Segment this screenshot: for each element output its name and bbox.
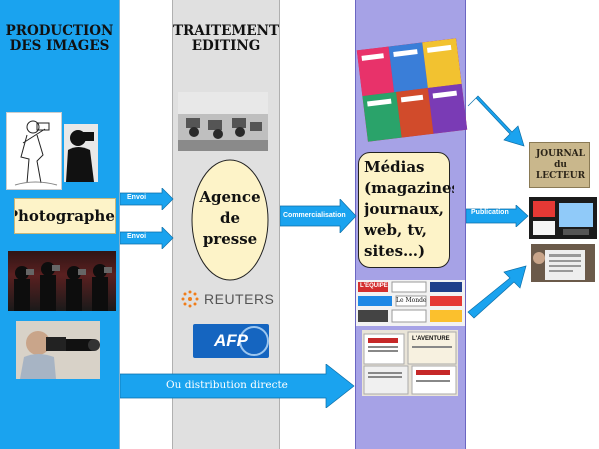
sketch-photographer-image <box>6 112 62 190</box>
photographer-lens-image <box>16 321 100 379</box>
reader-newspaper-image <box>531 244 595 282</box>
photographes-box: Photographes <box>14 198 116 234</box>
newspaper-mastheads-image: L'EQUIPE Le Monde <box>356 280 465 326</box>
reuters-sun-icon <box>181 290 199 308</box>
distribution-label: Ou distribution directe <box>166 379 288 391</box>
commercialisation-label: Commercialisation <box>283 212 346 219</box>
newspapers-pile-image: L'AVENTURE <box>362 330 458 396</box>
tv-screens-image <box>529 197 597 239</box>
publication-arrow-bottom <box>467 265 527 319</box>
press-photographers-image <box>8 251 116 311</box>
agence-label: Agence de presse <box>199 188 261 248</box>
medias-box <box>358 152 450 268</box>
production-title: PRODUCTION DES IMAGES <box>5 23 114 54</box>
afp-logo: AFP <box>193 324 269 358</box>
publication-arrow-mid <box>466 205 529 227</box>
distribution-arrow <box>120 364 355 408</box>
agence-oval <box>191 159 269 281</box>
newsroom-image <box>178 92 268 151</box>
envoi-arrow-bottom <box>120 227 174 249</box>
envoi-label-top: Envoi <box>127 194 147 201</box>
magazine-covers-image <box>356 38 468 142</box>
envoi-label-bottom: Envoi <box>127 233 147 240</box>
reuters-logo: REUTERS <box>180 289 276 309</box>
journal-du-lecteur-image: JOURNAL du LECTEUR <box>529 142 590 188</box>
medias-label: Médias (magazines, journaux, web, tv, si… <box>364 158 454 260</box>
traitement-title: TRAITEMENT EDITING <box>173 23 280 54</box>
publication-label-mid: Publication <box>471 209 509 216</box>
publication-arrow-top <box>467 95 525 147</box>
envoi-arrow-top <box>120 188 174 210</box>
silhouette-photographer-image <box>64 124 98 182</box>
photographes-label: Photographes <box>15 207 115 225</box>
commercialisation-arrow <box>280 199 357 233</box>
